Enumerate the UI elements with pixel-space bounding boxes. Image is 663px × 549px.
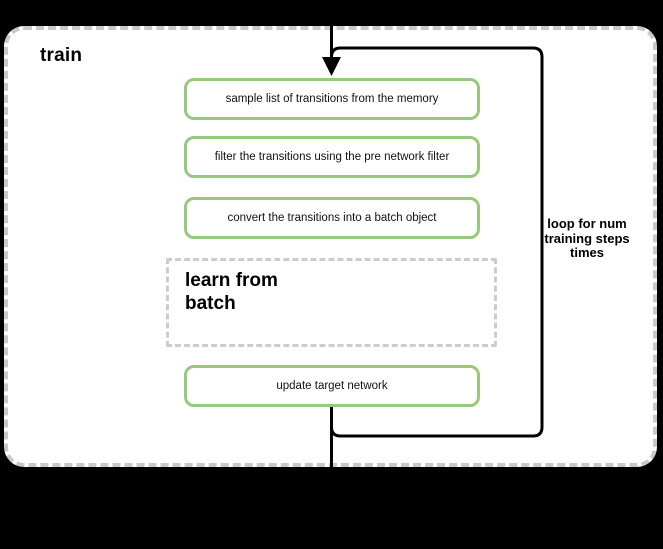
subprocess-label-line: learn from (185, 270, 278, 291)
loop-annotation: loop for num training steps times (542, 216, 632, 261)
entry-arrowhead-icon (322, 57, 341, 76)
step-filter-transitions: filter the transitions using the pre net… (184, 136, 480, 178)
diagram-title: train (40, 45, 83, 66)
loop-annotation-line: times (570, 245, 604, 260)
step-convert-to-batch: convert the transitions into a batch obj… (184, 197, 480, 239)
subprocess-label-line: batch (185, 293, 236, 314)
subprocess-learn-from-batch: learn from batch (166, 258, 497, 347)
loop-annotation-line: loop for num (547, 216, 627, 231)
loop-back-path (330, 46, 544, 438)
step-update-target-network: update target network (184, 365, 480, 407)
loop-annotation-line: training steps (544, 230, 630, 246)
step-sample-transitions: sample list of transitions from the memo… (184, 78, 480, 120)
